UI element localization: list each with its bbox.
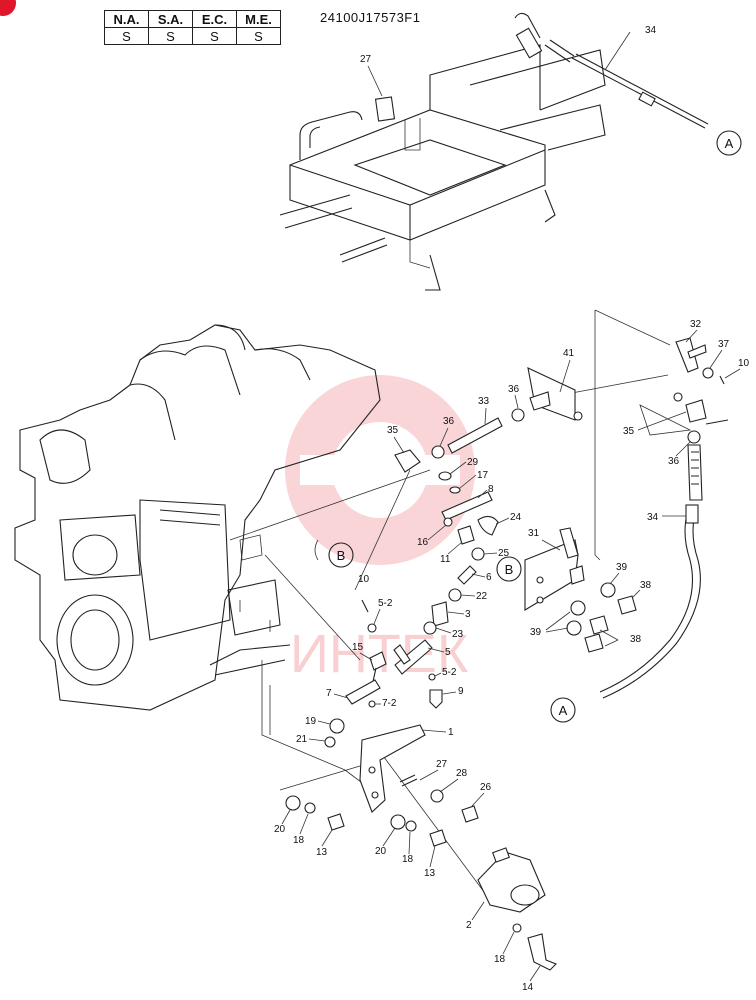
part-label: 5-2 — [378, 598, 393, 609]
part-label: 25 — [498, 548, 510, 559]
part-label: 15 — [352, 642, 364, 653]
part-label: 27 — [436, 759, 448, 770]
svg-text:A: A — [559, 703, 568, 718]
part-label: 17 — [477, 470, 489, 481]
part-labels: 34 27 32 37 10 41 36 33 36 35 29 17 8 24… — [274, 25, 750, 993]
spec-table: N.A. S.A. E.C. M.E. S S S S — [104, 10, 281, 45]
part-label: 7 — [326, 688, 332, 699]
part-label: 39 — [530, 627, 542, 638]
part-label: 8 — [488, 484, 494, 495]
part-label: 36 — [508, 384, 520, 395]
part-label: 23 — [452, 629, 464, 640]
part-label: 5 — [445, 647, 451, 658]
part-label: 36 — [668, 456, 680, 467]
svg-text:A: A — [725, 136, 734, 151]
part-label: 37 — [718, 339, 730, 350]
part-label: 20 — [375, 846, 387, 857]
part-label: 34 — [645, 25, 657, 36]
part-label: 31 — [528, 528, 540, 539]
watermark-logo — [285, 375, 475, 565]
part-label: 38 — [640, 580, 652, 591]
part-label: 22 — [476, 591, 488, 602]
part-label: 13 — [424, 868, 436, 879]
part-label: 14 — [522, 982, 534, 993]
callout-b-left: B — [328, 542, 354, 568]
part-label: 32 — [690, 319, 702, 330]
part-label: 29 — [467, 457, 479, 468]
part-label: 5-2 — [442, 667, 457, 678]
part-label: 33 — [478, 396, 490, 407]
engine-block — [14, 324, 381, 711]
part-label: 27 — [360, 54, 372, 65]
linkage-parts — [285, 367, 583, 971]
part-label: 38 — [630, 634, 642, 645]
part-label: 18 — [494, 954, 506, 965]
callout-a-bottom: A — [550, 697, 576, 723]
corner-badge — [0, 0, 16, 16]
col-sa: S.A. — [148, 10, 193, 28]
svg-text:B: B — [505, 562, 514, 577]
val-na: S — [104, 27, 149, 45]
callout-a-top: A — [716, 130, 742, 156]
part-label: 36 — [443, 416, 455, 427]
part-label: 28 — [456, 768, 468, 779]
col-ec: E.C. — [192, 10, 237, 28]
part-label: 35 — [387, 425, 399, 436]
control-cable-top — [514, 12, 709, 129]
part-label: 16 — [417, 537, 429, 548]
part-label: 35 — [623, 426, 635, 437]
part-label: 19 — [305, 716, 317, 727]
part-label: 1 — [448, 727, 454, 738]
seat-frame-assembly — [279, 44, 606, 291]
part-label: 18 — [293, 835, 305, 846]
svg-text:B: B — [337, 548, 346, 563]
part-label: 26 — [480, 782, 492, 793]
part-label: 9 — [458, 686, 464, 697]
part-label: 18 — [402, 854, 414, 865]
part-label: 11 — [440, 554, 451, 565]
callout-b-right: B — [496, 556, 522, 582]
part-label: 10 — [738, 358, 750, 369]
val-sa: S — [148, 27, 193, 45]
part-label: 3 — [465, 609, 471, 620]
part-label: 21 — [296, 734, 308, 745]
part-label: 13 — [316, 847, 328, 858]
part-label: 6 — [486, 572, 492, 583]
drawing-code: 24100J17573F1 — [320, 10, 421, 25]
part-label: 2 — [466, 920, 472, 931]
part-label: 7-2 — [382, 698, 397, 709]
part-label: 41 — [563, 348, 575, 359]
val-me: S — [236, 27, 281, 45]
right-side-parts — [524, 337, 729, 699]
part-label: 10 — [358, 574, 370, 585]
b-bracket-mark — [314, 539, 319, 561]
part-label: 24 — [510, 512, 522, 523]
part-label: 34 — [647, 512, 659, 523]
part-label: 39 — [616, 562, 628, 573]
part-label: 20 — [274, 824, 286, 835]
assembly-frame-lines — [229, 309, 692, 901]
